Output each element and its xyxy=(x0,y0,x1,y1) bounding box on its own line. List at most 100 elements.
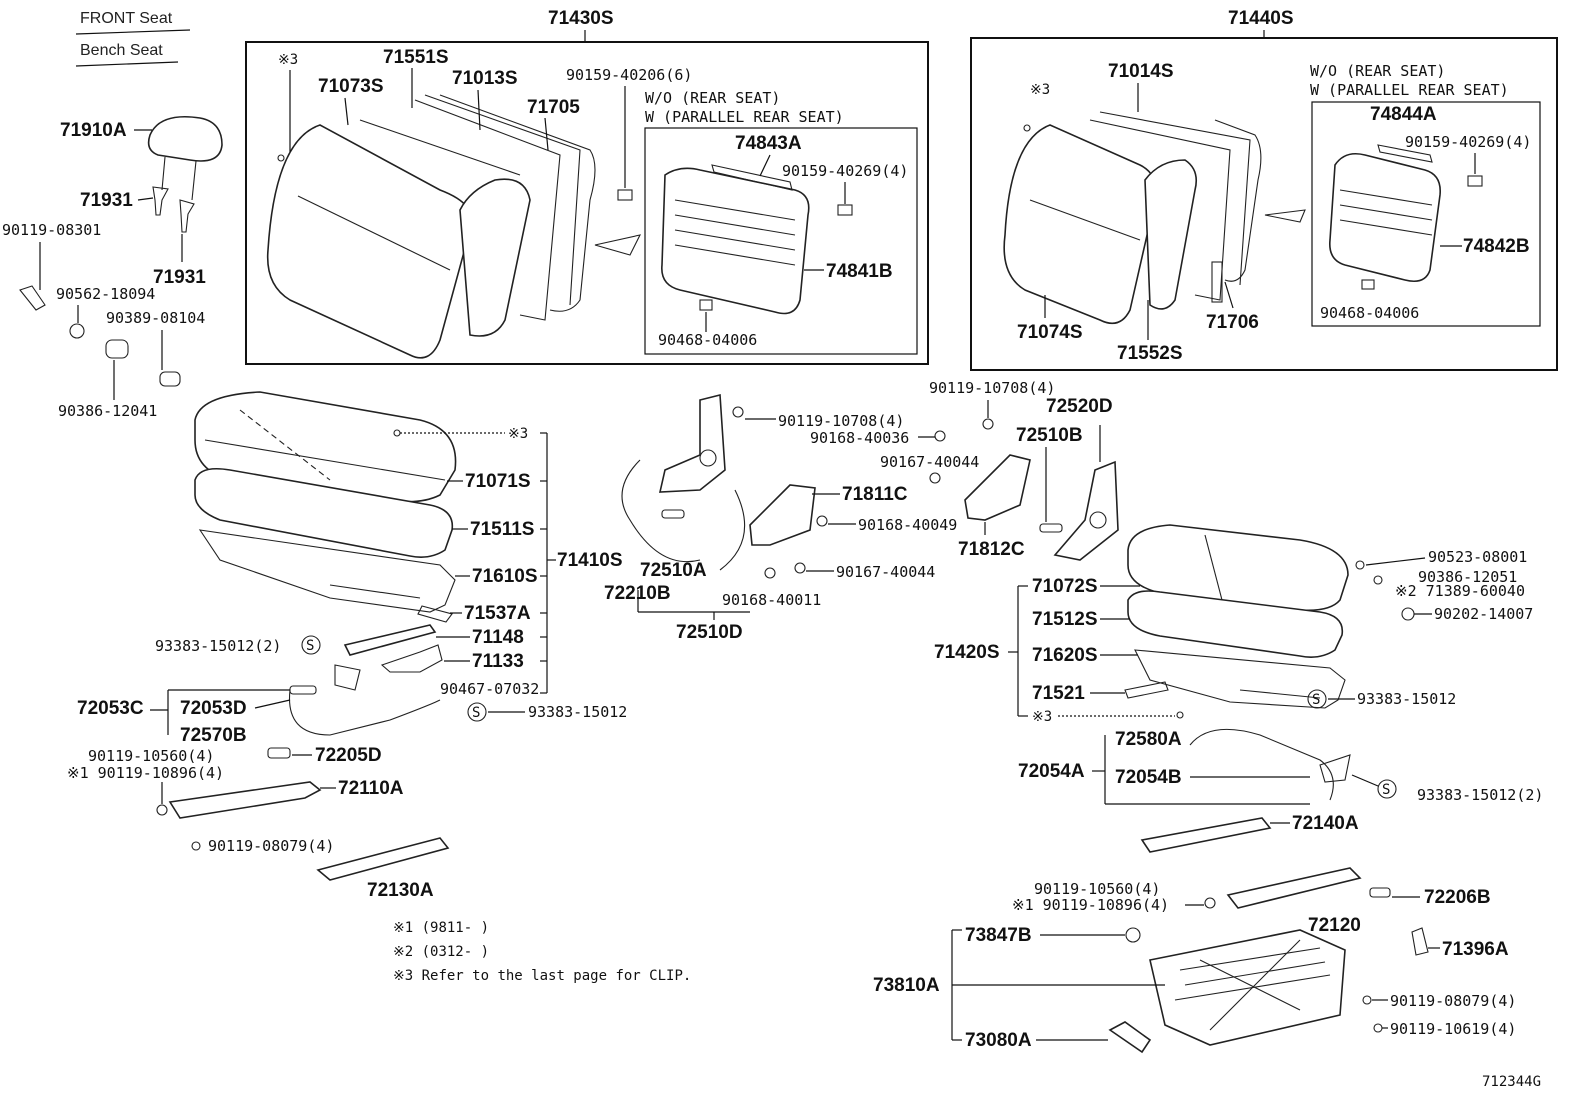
panel-strip-74843a[interactable] xyxy=(711,164,793,191)
part-label-90167-40044-lower[interactable]: 90167-40044 xyxy=(836,563,935,581)
part-label-90119-08079-left[interactable]: 90119-08079(4) xyxy=(208,837,334,855)
part-label-72210b[interactable]: 72210B xyxy=(604,583,671,604)
bushing-90386-12041[interactable] xyxy=(105,339,129,359)
part-label-72510d-center[interactable]: 72510D xyxy=(676,622,743,643)
seat-track-72130a[interactable] xyxy=(316,837,450,881)
bushing-90386-12051[interactable] xyxy=(1373,575,1383,585)
seat-adjuster-72120[interactable] xyxy=(1226,867,1362,909)
part-label-72510b[interactable]: 72510B xyxy=(1016,425,1083,446)
cable-72510d[interactable] xyxy=(621,459,701,563)
clip-90468-04006[interactable] xyxy=(699,299,713,311)
part-label-71389-60040[interactable]: ※2 71389-60040 xyxy=(1395,582,1525,600)
part-label-72130a[interactable]: 72130A xyxy=(367,880,434,901)
part-label-72054b[interactable]: 72054B xyxy=(1115,767,1182,788)
part-label-90389-08104[interactable]: 90389-08104 xyxy=(106,309,205,327)
cushion-bracket-71148[interactable] xyxy=(343,624,437,656)
part-label-90119-10560-right[interactable]: 90119-10560(4) xyxy=(1034,880,1160,898)
bolt-90119-10619[interactable] xyxy=(1373,1023,1383,1033)
bolt-90168-40036[interactable] xyxy=(934,430,946,442)
part-label-71812c[interactable]: 71812C xyxy=(958,539,1025,560)
bolt-90119-08079[interactable] xyxy=(1362,995,1372,1005)
part-label-71552s[interactable]: 71552S xyxy=(1117,343,1183,364)
cushion-pad-71511s[interactable] xyxy=(194,467,454,558)
part-label-71931-lower[interactable]: 71931 xyxy=(153,267,206,288)
cable-end-72054b[interactable] xyxy=(1319,754,1351,783)
cushion-pad-71512s[interactable] xyxy=(1127,590,1344,658)
part-label-71014s[interactable]: 71014S xyxy=(1108,61,1174,82)
part-label-72580a[interactable]: 72580A xyxy=(1115,729,1182,750)
assembly-label-71410s[interactable]: 71410S xyxy=(557,550,623,571)
spring-72210b[interactable] xyxy=(661,509,685,519)
part-label-90467-07032[interactable]: 90467-07032 xyxy=(440,680,539,698)
spring-72206b[interactable] xyxy=(1369,887,1391,898)
seatback-board-71705[interactable] xyxy=(439,94,596,312)
part-label-71610s[interactable]: 71610S xyxy=(472,566,538,587)
part-label-71620s[interactable]: 71620S xyxy=(1032,645,1098,666)
part-label-71811c[interactable]: 71811C xyxy=(842,484,908,505)
part-label-71537a[interactable]: 71537A xyxy=(464,603,531,624)
clip-90468-04006[interactable] xyxy=(1361,279,1375,290)
part-label-90119-10619[interactable]: 90119-10619(4) xyxy=(1390,1020,1516,1038)
part-label-90119-10708-right[interactable]: 90119-10708(4) xyxy=(929,379,1055,397)
part-label-71551s[interactable]: 71551S xyxy=(383,47,449,68)
part-label-90167-40044-upper[interactable]: 90167-40044 xyxy=(880,453,979,471)
part-label-71511s[interactable]: 71511S xyxy=(470,519,534,540)
clip-90523-08001[interactable] xyxy=(1355,560,1365,570)
cushion-cover-71071s[interactable] xyxy=(194,391,457,503)
part-label-71133[interactable]: 71133 xyxy=(472,651,524,672)
part-label-93383-15012-2[interactable]: 93383-15012(2) xyxy=(155,637,281,655)
part-label-74843a[interactable]: 74843A xyxy=(735,133,802,154)
part-label-71931-upper[interactable]: 71931 xyxy=(80,190,133,211)
headrest-support-71931[interactable] xyxy=(179,199,195,233)
part-label-90159-40269-left[interactable]: 90159-40269(4) xyxy=(782,162,908,180)
bolt-90119-10560[interactable] xyxy=(1204,897,1216,909)
bolt-90168-40049[interactable] xyxy=(816,515,828,527)
part-label-90468-04006-left[interactable]: 90468-04006 xyxy=(658,331,757,349)
part-label-72120[interactable]: 72120 xyxy=(1308,915,1361,936)
part-label-90119-08079-right[interactable]: 90119-08079(4) xyxy=(1390,992,1516,1010)
part-label-73847b[interactable]: 73847B xyxy=(965,925,1032,946)
seatback-panel-74842b[interactable] xyxy=(1328,152,1442,283)
cable-clip-72570b[interactable] xyxy=(289,685,317,695)
part-label-73080a[interactable]: 73080A xyxy=(965,1030,1032,1051)
part-label-90468-04006-right[interactable]: 90468-04006 xyxy=(1320,304,1419,322)
part-label-93383-15012-right[interactable]: 93383-15012 xyxy=(1357,690,1456,708)
seatback-pad-71552s[interactable] xyxy=(1144,159,1198,310)
cable-72053d[interactable] xyxy=(288,689,441,736)
part-label-93383-15012-2-right[interactable]: 93383-15012(2) xyxy=(1417,786,1543,804)
part-label-90119-10896-left[interactable]: ※1 90119-10896(4) xyxy=(67,764,224,782)
screw-90159-40269[interactable] xyxy=(1467,175,1483,187)
cushion-cover-71072s[interactable] xyxy=(1127,524,1349,612)
recliner-72510a[interactable] xyxy=(658,393,726,493)
part-label-74841b[interactable]: 74841B xyxy=(826,261,893,282)
spring-72510b[interactable] xyxy=(1039,523,1063,533)
part-label-90159-40206[interactable]: 90159-40206(6) xyxy=(566,66,692,84)
bolt-90119-08079[interactable] xyxy=(191,841,201,851)
washer-90562-18094[interactable] xyxy=(69,323,85,339)
part-label-71013s[interactable]: 71013S xyxy=(452,68,518,89)
part-label-90159-40269-right[interactable]: 90159-40269(4) xyxy=(1405,133,1531,151)
washer-90202-14007[interactable] xyxy=(1401,607,1415,621)
cable-72054b[interactable] xyxy=(1189,728,1334,801)
part-label-71705[interactable]: 71705 xyxy=(527,97,580,118)
bolt-90119-10560[interactable] xyxy=(156,804,168,816)
cable-end-72053d[interactable] xyxy=(334,664,361,691)
cushion-frame-71620s[interactable] xyxy=(1134,649,1346,709)
part-label-71521[interactable]: 71521 xyxy=(1032,683,1085,704)
part-label-72110a[interactable]: 72110A xyxy=(338,778,404,799)
screw-90159-40269[interactable] xyxy=(837,204,853,216)
part-label-74844a[interactable]: 74844A xyxy=(1370,104,1437,125)
part-label-72053d[interactable]: 72053D xyxy=(180,698,247,719)
bolt-73847b[interactable] xyxy=(1125,927,1141,943)
recliner-cover-71811c[interactable] xyxy=(749,484,816,546)
bolt-90167-40044[interactable] xyxy=(794,562,806,574)
seatback-frame-71013s[interactable] xyxy=(414,94,581,321)
part-label-71072s[interactable]: 71072S xyxy=(1032,576,1098,597)
panel-strip-74844a[interactable] xyxy=(1377,144,1433,163)
seatback-frame-71014s[interactable] xyxy=(1089,111,1251,301)
assembly-label-71440s[interactable]: 71440S xyxy=(1228,8,1294,29)
part-label-72570b[interactable]: 72570B xyxy=(180,725,247,746)
part-label-71148[interactable]: 71148 xyxy=(472,627,524,648)
part-label-74842b[interactable]: 74842B xyxy=(1463,236,1530,257)
cable-72510d[interactable] xyxy=(719,489,746,571)
